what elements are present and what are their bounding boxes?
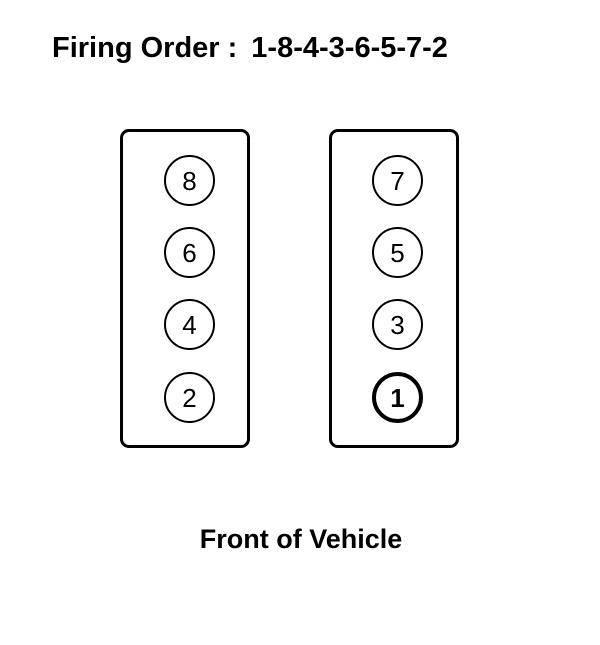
cylinder-8: 8: [164, 155, 215, 206]
front-of-vehicle-label: Front of Vehicle: [0, 524, 600, 555]
firing-order-sequence: 1-8-4-3-6-5-7-2: [251, 32, 448, 64]
front-of-vehicle-text: Front of Vehicle: [199, 524, 403, 554]
cylinder-1: 1: [372, 372, 423, 423]
cylinder-7: 7: [372, 155, 423, 206]
cylinder-3: 3: [372, 299, 423, 350]
cylinder-bank-right: [329, 129, 459, 448]
firing-order-label: Firing Order :: [52, 32, 238, 64]
cylinder-6: 6: [164, 227, 215, 278]
cylinder-5: 5: [372, 227, 423, 278]
cylinder-bank-left: [120, 129, 250, 448]
firing-order-title: Firing Order : 1-8-4-3-6-5-7-2: [52, 32, 448, 65]
cylinder-2: 2: [164, 372, 215, 423]
cylinder-4: 4: [164, 299, 215, 350]
